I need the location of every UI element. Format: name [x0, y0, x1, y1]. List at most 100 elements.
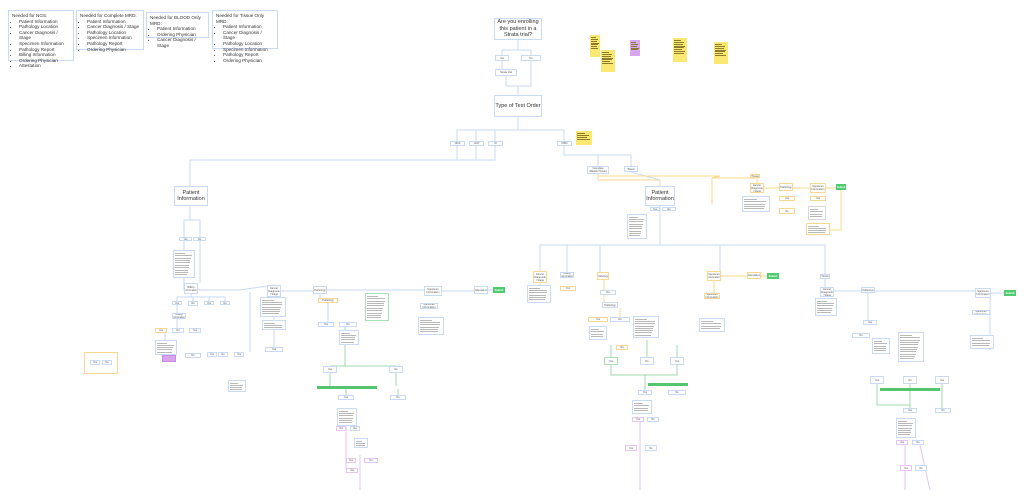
requirement-item: Ordering Physician	[157, 32, 205, 38]
list-line	[810, 216, 823, 218]
list-line	[898, 423, 913, 424]
list-line	[420, 324, 440, 326]
list-line	[744, 206, 765, 207]
list-line	[175, 274, 188, 276]
list-line	[817, 303, 834, 304]
list-line	[810, 211, 823, 213]
sticky-note[interactable]	[714, 42, 728, 64]
list-line	[635, 334, 652, 336]
list-line	[634, 402, 643, 404]
list-line	[367, 303, 385, 304]
connector	[598, 154, 632, 166]
requirement-item: Cancer Diagnosis / Stage	[19, 30, 70, 41]
list-line	[900, 337, 921, 338]
fields-list	[339, 330, 359, 345]
list-line	[262, 313, 279, 315]
list-line	[817, 312, 832, 314]
option-node: Yes	[588, 317, 608, 322]
no-node: No	[521, 55, 541, 61]
sticky-note[interactable]	[576, 131, 592, 145]
pathology-node: Pathology	[861, 287, 875, 293]
sticky-note[interactable]	[590, 35, 600, 57]
list-line	[900, 356, 915, 357]
option-node: No	[102, 360, 112, 365]
list-line	[898, 434, 911, 436]
specimen-fields	[418, 317, 444, 335]
pathology-node: Pathology	[779, 183, 793, 191]
patient-info-right: Patient Information	[645, 186, 675, 206]
option-node: Yes	[336, 426, 346, 431]
connector	[190, 219, 201, 237]
requirement-item: Patient Information	[87, 19, 140, 25]
sticky-note[interactable]	[630, 40, 640, 56]
list-line	[898, 427, 912, 429]
cancer-dx-node: Cancer Diagnosis / Stage	[750, 183, 764, 193]
submit-button[interactable]: Submit	[493, 287, 505, 293]
list-line	[367, 310, 383, 312]
option-node: No	[172, 328, 184, 333]
option-node: No	[852, 333, 870, 338]
list-line	[175, 260, 191, 261]
submit-button[interactable]: Submit	[767, 273, 779, 279]
submit-button[interactable]: Submit	[836, 184, 846, 190]
list-line	[339, 420, 353, 421]
cancer-dx-fields	[260, 297, 286, 317]
requirement-item: Pathology Location	[19, 24, 70, 30]
sticky-note[interactable]	[673, 38, 687, 62]
list-line	[629, 228, 642, 230]
note-title: Needed for NGS:	[12, 13, 48, 18]
pathology-node: Pathology	[597, 272, 609, 280]
list-line	[420, 326, 439, 328]
list-line	[529, 292, 547, 294]
specimen-fields	[970, 335, 994, 349]
no-node: No	[662, 207, 676, 211]
option-node: Yes	[90, 360, 100, 365]
list-line	[341, 332, 350, 334]
sticky-note[interactable]	[601, 50, 615, 72]
option-node: No	[185, 353, 201, 358]
list-line	[874, 345, 887, 347]
list-line	[817, 300, 827, 302]
list-line	[175, 269, 189, 271]
requirement-item: Patient Information	[157, 26, 205, 32]
list-line	[367, 305, 384, 307]
list-line	[629, 216, 638, 218]
list-line	[341, 339, 355, 341]
test-type-node: Type of Test Order	[494, 95, 542, 117]
list-line	[262, 304, 282, 306]
option-node: Yes	[338, 395, 354, 400]
connector	[660, 244, 826, 274]
pathology-fields	[898, 332, 924, 362]
connector	[610, 365, 678, 376]
list-line	[157, 342, 167, 344]
list-line	[339, 413, 354, 414]
billing-node: Billing Information	[560, 272, 574, 278]
list-line	[810, 208, 818, 210]
option-node: Yes	[172, 301, 182, 305]
list-line	[339, 410, 348, 412]
yes-node: Yes	[495, 55, 509, 61]
list-line	[634, 407, 649, 409]
fields-list	[808, 206, 826, 220]
fields-list	[815, 298, 837, 316]
list-line	[629, 233, 641, 234]
attestation-node: Attestation	[747, 272, 761, 279]
list-line	[175, 264, 190, 266]
fields-list	[228, 380, 246, 392]
list-line	[874, 340, 882, 342]
note-title: Needed for Complete MRD:	[80, 13, 137, 18]
no-node: No	[193, 237, 206, 241]
list-line	[701, 320, 714, 322]
requirement-item: Pathology Location	[87, 30, 140, 36]
option-node: No	[389, 366, 403, 373]
submit-button[interactable]: Submit	[1004, 290, 1016, 296]
list-line	[157, 349, 173, 351]
list-line	[157, 347, 174, 348]
list-line	[744, 208, 764, 210]
list-line	[420, 329, 439, 330]
option-node: Yes	[189, 328, 201, 333]
complete-mrd-requirements-note: Needed for Complete MRD: Patient Informa…	[76, 10, 144, 52]
fields-list	[806, 223, 830, 235]
option-node: No	[912, 440, 924, 445]
option-node: Yes	[863, 320, 877, 325]
